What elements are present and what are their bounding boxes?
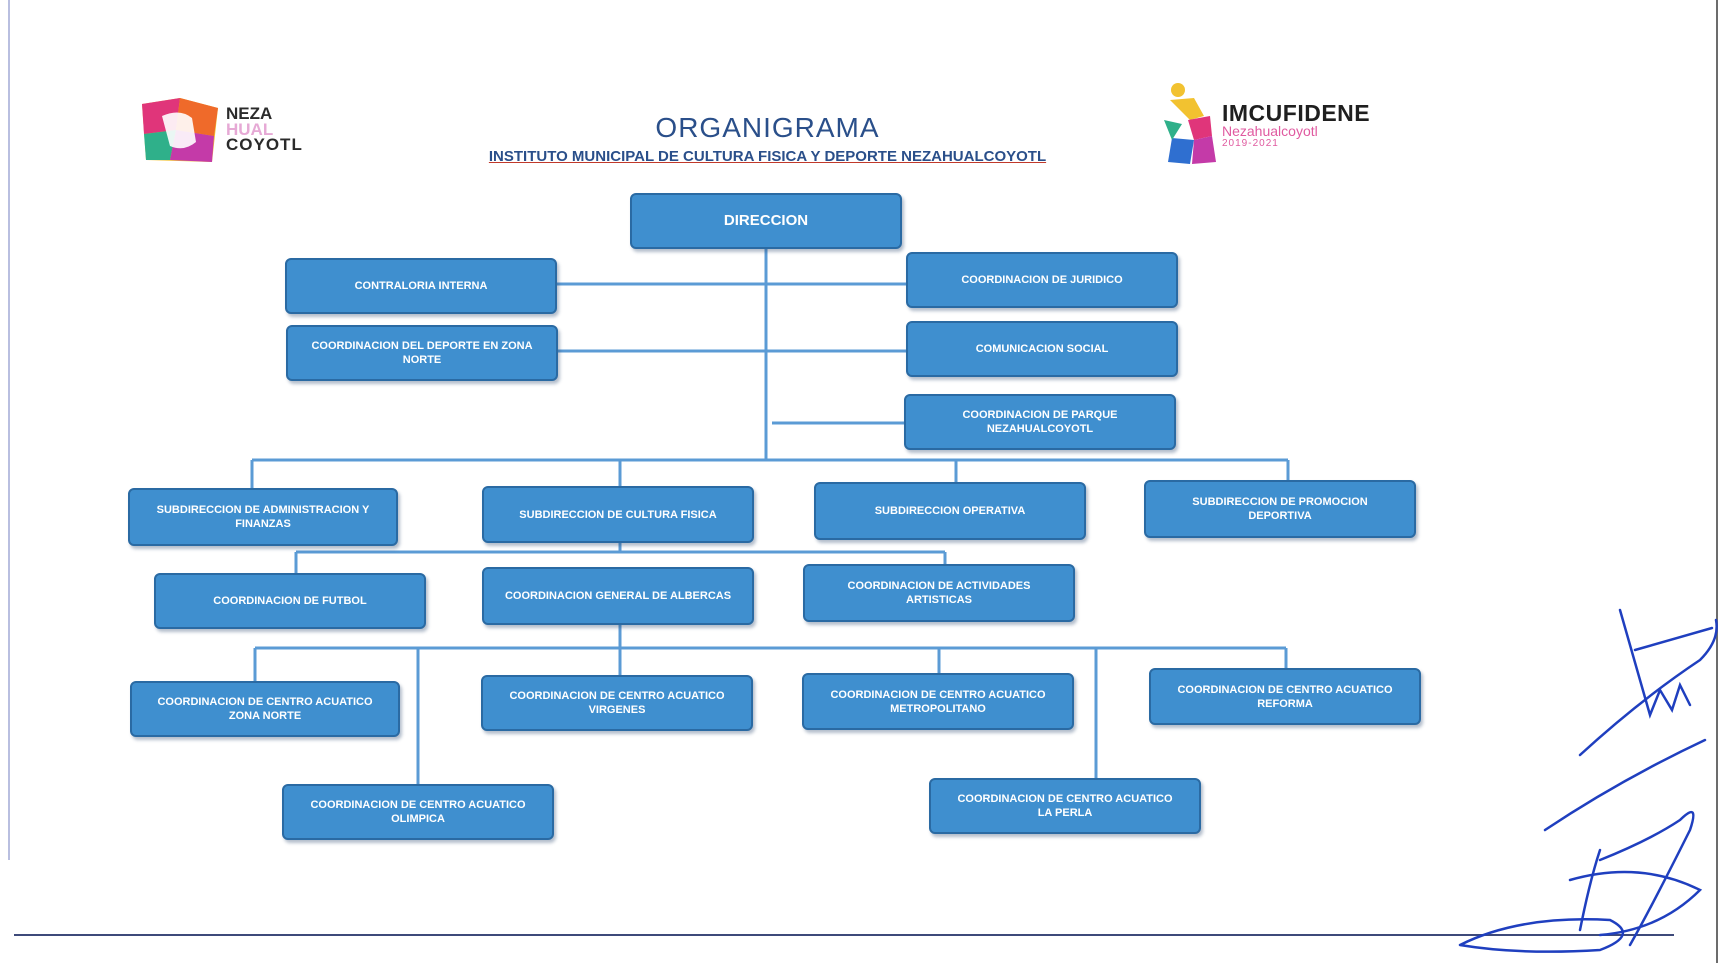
org-box-sub-cultura-fisica: SUBDIRECCION DE CULTURA FISICA	[482, 486, 754, 543]
scan-edge-left	[8, 0, 10, 860]
scan-edge-right	[1716, 0, 1718, 963]
page-subtitle: INSTITUTO MUNICIPAL DE CULTURA FISICA Y …	[488, 148, 1047, 165]
footer-rule	[14, 934, 1674, 936]
neza-logo-text-3: COYOTL	[226, 135, 303, 154]
org-box-sub-operativa: SUBDIRECCION OPERATIVA	[814, 482, 1086, 540]
imcufidene-logo-text-2: Nezahualcoyotl	[1222, 123, 1318, 139]
org-box-direccion: DIRECCION	[630, 193, 902, 249]
org-box-ca-zona-norte: COORDINACION DE CENTRO ACUATICO ZONA NOR…	[130, 681, 400, 737]
org-box-comunicacion-social: COMUNICACION SOCIAL	[906, 321, 1178, 377]
neza-logo-text-1: NEZA	[226, 104, 273, 123]
imcufidene-logo: IMCUFIDENE Nezahualcoyotl 2019-2021	[1160, 80, 1400, 165]
org-box-parque: COORDINACION DE PARQUE NEZAHUALCOYOTL	[904, 394, 1176, 450]
org-box-ca-virgenes: COORDINACION DE CENTRO ACUATICO VIRGENES	[481, 675, 753, 731]
org-box-ca-olimpica: COORDINACION DE CENTRO ACUATICO OLIMPICA	[282, 784, 554, 840]
page-title: ORGANIGRAMA	[655, 112, 880, 143]
org-box-contraloria: CONTRALORIA INTERNA	[285, 258, 557, 314]
org-box-actividades-artisticas: COORDINACION DE ACTIVIDADES ARTISTICAS	[803, 564, 1075, 622]
org-box-albercas: COORDINACION GENERAL DE ALBERCAS	[482, 567, 754, 625]
neza-logo-text-2: HUAL	[226, 120, 274, 139]
org-box-ca-metropolitano: COORDINACION DE CENTRO ACUATICO METROPOL…	[802, 673, 1074, 730]
org-box-juridico: COORDINACION DE JURIDICO	[906, 252, 1178, 308]
org-box-sub-administracion: SUBDIRECCION DE ADMINISTRACION Y FINANZA…	[128, 488, 398, 546]
org-box-coordinacion-zona-norte: COORDINACION DEL DEPORTE EN ZONA NORTE	[286, 325, 558, 381]
imcufidene-logo-text-1: IMCUFIDENE	[1222, 100, 1371, 126]
imcufidene-logo-text-3: 2019-2021	[1222, 138, 1279, 149]
neza-logo: NEZA HUAL COYOTL	[140, 96, 340, 166]
neza-logo-mark-icon	[142, 98, 218, 162]
org-box-sub-promocion: SUBDIRECCION DE PROMOCION DEPORTIVA	[1144, 480, 1416, 538]
imcufidene-logo-mark-icon	[1164, 83, 1216, 164]
org-box-ca-reforma: COORDINACION DE CENTRO ACUATICO REFORMA	[1149, 668, 1421, 725]
org-box-futbol: COORDINACION DE FUTBOL	[154, 573, 426, 629]
org-box-ca-la-perla: COORDINACION DE CENTRO ACUATICO LA PERLA	[929, 778, 1201, 834]
